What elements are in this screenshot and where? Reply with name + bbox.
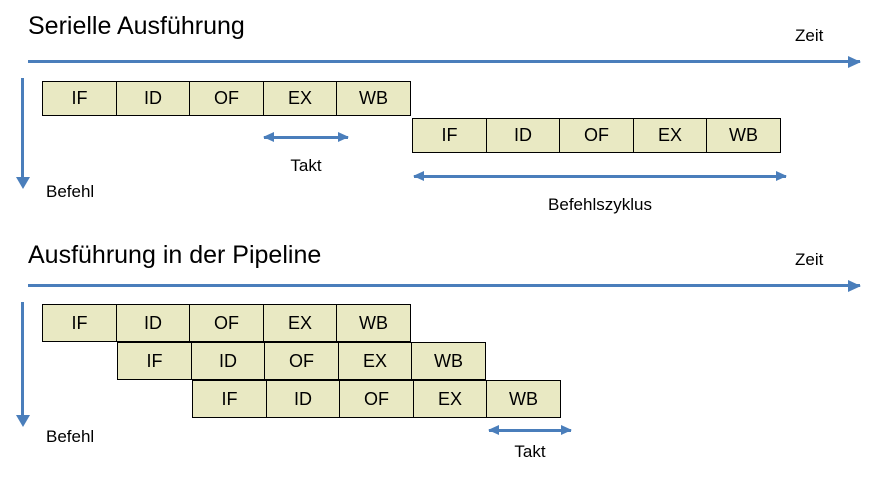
pipeline-instruction-row-1: IF ID OF EX WB <box>42 304 411 342</box>
serial-instruction-axis-arrow <box>15 78 30 189</box>
stage-box-wb: WB <box>486 380 561 418</box>
stage-box-of: OF <box>559 118 634 153</box>
stage-box-ex: EX <box>337 342 413 380</box>
pipeline-time-axis-label: Zeit <box>795 250 824 269</box>
pipeline-takt-measure-arrow <box>488 425 572 434</box>
stage-box-wb: WB <box>336 304 411 342</box>
stage-box-of: OF <box>189 304 264 342</box>
stage-box-wb: WB <box>706 118 781 153</box>
stage-box-id: ID <box>485 118 561 153</box>
serial-takt-measure-arrow <box>263 132 349 141</box>
serial-instruction-axis-label: Befehl <box>46 182 95 201</box>
serial-befehlszyklus-label: Befehlszyklus <box>548 195 652 214</box>
stage-box-id: ID <box>115 81 191 116</box>
stage-box-id: ID <box>190 342 266 380</box>
stage-box-of: OF <box>264 342 339 380</box>
stage-box-of: OF <box>339 380 414 418</box>
pipeline-time-axis-arrow <box>28 279 861 292</box>
stage-box-if: IF <box>412 118 487 153</box>
pipeline-instruction-row-3: IF ID OF EX WB <box>192 380 561 418</box>
serial-instruction-row-2: IF ID OF EX WB <box>412 118 781 153</box>
serial-section-title: Serielle Ausführung <box>28 12 245 40</box>
pipeline-takt-label: Takt <box>514 442 546 461</box>
stage-box-if: IF <box>42 304 117 342</box>
stage-box-ex: EX <box>632 118 708 153</box>
stage-box-ex: EX <box>262 304 338 342</box>
stage-box-wb: WB <box>336 81 411 116</box>
pipeline-section-title: Ausführung in der Pipeline <box>28 241 322 269</box>
serial-befehlszyklus-measure-arrow <box>413 171 787 180</box>
serial-instruction-row-1: IF ID OF EX WB <box>42 81 411 116</box>
stage-box-ex: EX <box>412 380 488 418</box>
stage-box-if: IF <box>117 342 192 380</box>
serial-takt-label: Takt <box>290 156 322 175</box>
stage-box-if: IF <box>42 81 117 116</box>
stage-box-if: IF <box>192 380 267 418</box>
stage-box-id: ID <box>265 380 341 418</box>
serial-time-axis-arrow <box>28 55 861 68</box>
pipeline-instruction-axis-arrow <box>15 302 30 427</box>
stage-box-wb: WB <box>411 342 486 380</box>
pipeline-instruction-row-2: IF ID OF EX WB <box>117 342 486 380</box>
stage-box-of: OF <box>189 81 264 116</box>
pipeline-instruction-axis-label: Befehl <box>46 427 95 446</box>
serial-time-axis-label: Zeit <box>795 26 824 45</box>
stage-box-id: ID <box>115 304 191 342</box>
stage-box-ex: EX <box>262 81 338 116</box>
